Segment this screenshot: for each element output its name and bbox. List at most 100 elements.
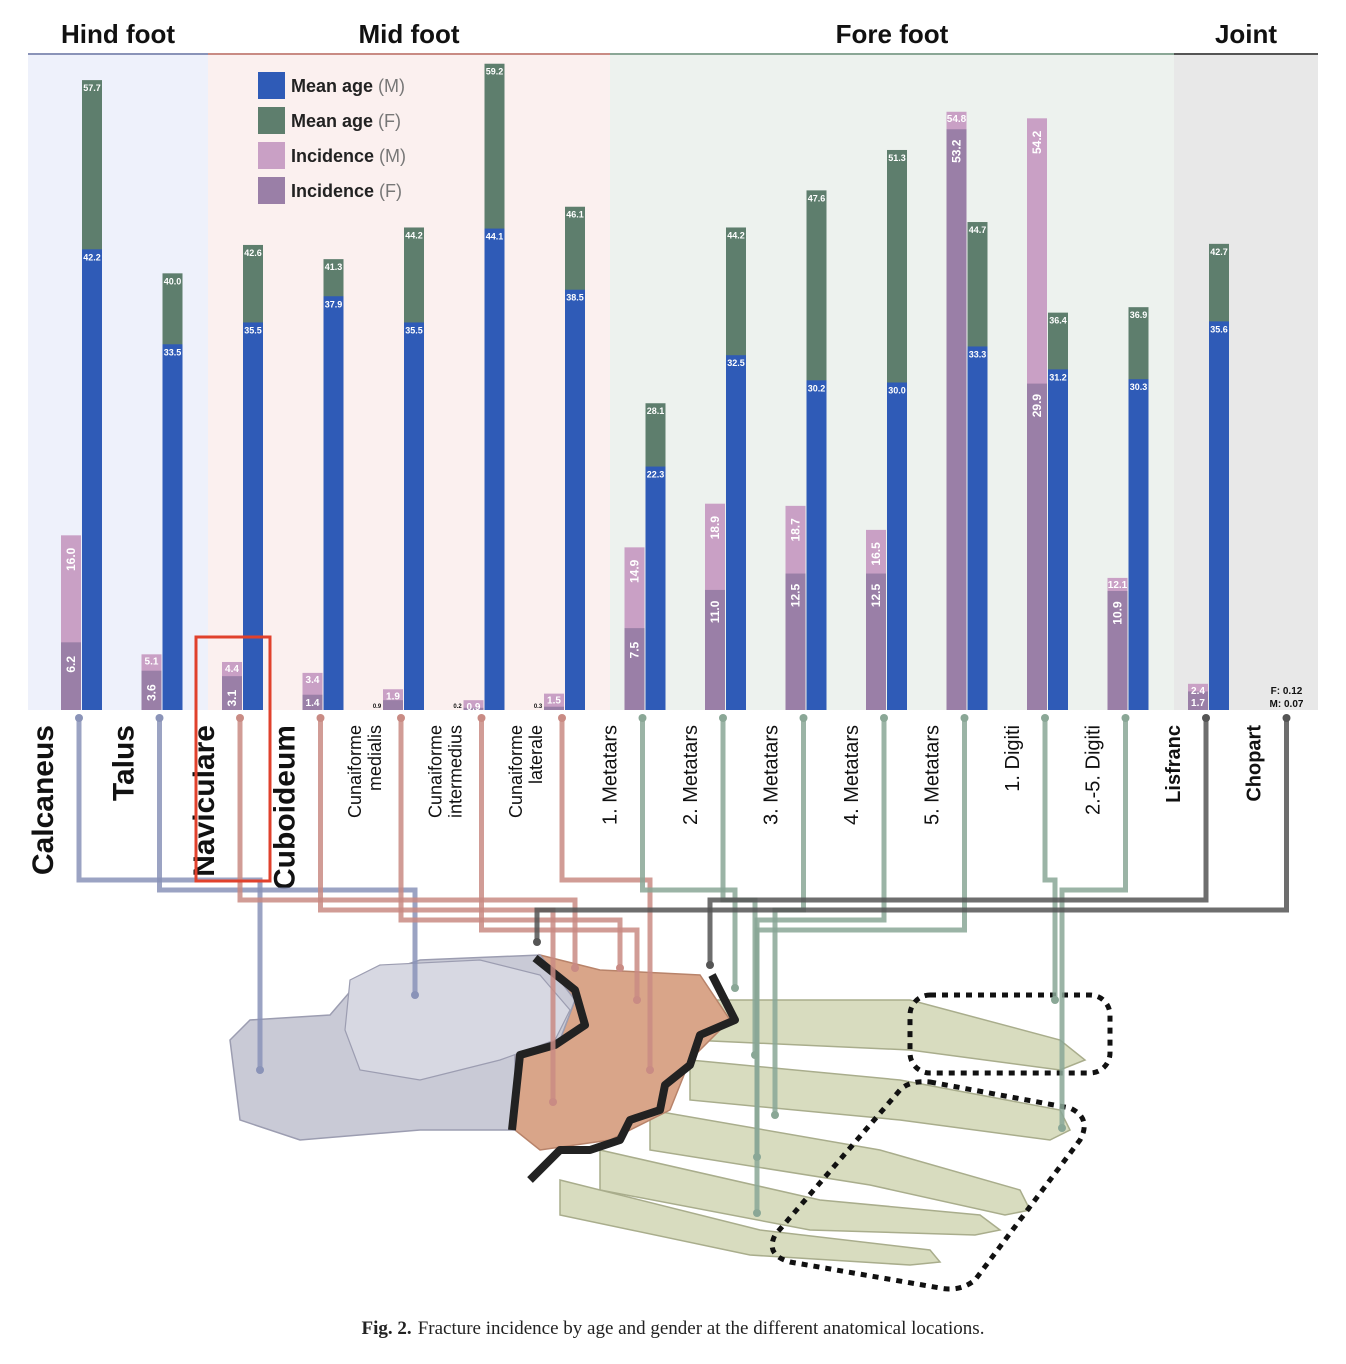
value-label: 14.9 xyxy=(628,559,642,583)
category-bars: F: 0.12M: 0.07 xyxy=(1270,686,1304,710)
category-label: 4. Metatars xyxy=(841,725,863,825)
value-label: F: 0.12 xyxy=(1271,686,1303,697)
value-label: 54.8 xyxy=(947,114,967,125)
value-label: 44.7 xyxy=(969,225,987,235)
value-label: 57.7 xyxy=(83,83,101,93)
incidence-f-bar xyxy=(624,628,645,710)
value-label: 54.2 xyxy=(1030,130,1044,154)
value-label: 2.4 xyxy=(1191,686,1205,697)
leader-dot xyxy=(753,1209,761,1217)
legend-suffix: (M) xyxy=(378,76,405,96)
leader-line xyxy=(318,718,556,1102)
category-label-line: Lisfranc xyxy=(1163,725,1185,803)
category-label: 3. Metatars xyxy=(761,725,783,825)
value-label: 4.4 xyxy=(225,664,239,675)
category-label-line: 3. Metatars xyxy=(761,725,783,825)
value-label: 28.1 xyxy=(647,406,665,416)
value-label: 16.5 xyxy=(869,542,883,566)
leader-dot xyxy=(638,714,647,722)
mean-age-m-bar xyxy=(565,289,585,710)
value-label: 3.1 xyxy=(225,689,239,706)
leader-dot xyxy=(719,714,727,722)
leader-dot xyxy=(477,714,486,722)
naviculare-highlight-box xyxy=(194,635,272,883)
value-label: 3.4 xyxy=(306,675,320,686)
value-label: 32.5 xyxy=(727,358,745,368)
leader-dot xyxy=(633,996,641,1004)
incidence-f-bar xyxy=(463,707,484,710)
leader-line xyxy=(237,718,578,968)
category-label: Talus xyxy=(108,725,141,801)
mean-age-m-bar xyxy=(82,249,102,711)
category-bars: 59.244.10.90.2 xyxy=(453,63,505,713)
leader-line xyxy=(76,718,263,1070)
value-label: 36.4 xyxy=(1049,316,1067,326)
incidence-f-bar xyxy=(141,670,162,710)
mean-age-m-bar xyxy=(1128,379,1149,710)
mean-age-m-bar xyxy=(967,346,988,710)
value-label: 42.2 xyxy=(83,252,101,262)
value-label: 42.7 xyxy=(1210,247,1228,257)
legend: Mean age (M)Mean age (F)Incidence (M)Inc… xyxy=(258,72,406,204)
value-label: 44.2 xyxy=(727,230,745,240)
value-label: 1.5 xyxy=(547,696,561,707)
group-header: Joint xyxy=(1215,19,1277,49)
leader-dot xyxy=(256,1066,264,1074)
incidence-f-bar xyxy=(1188,691,1208,710)
value-label: 18.9 xyxy=(708,516,722,540)
category-bars: 40.033.55.13.6 xyxy=(141,273,183,710)
leader-line xyxy=(754,718,967,1213)
category-bars: 57.742.216.06.2 xyxy=(61,80,102,711)
legend-suffix: (M) xyxy=(379,146,406,166)
leader-dot xyxy=(1202,714,1210,722)
category-label-line: Cunaiforme xyxy=(426,725,446,818)
group-band xyxy=(1174,55,1318,710)
mean-age-m-bar xyxy=(484,228,505,710)
category-label: 5. Metatars xyxy=(922,725,944,825)
legend-swatch xyxy=(258,142,285,169)
value-label: 0.2 xyxy=(453,704,462,710)
value-label: 37.9 xyxy=(325,299,343,309)
leader-dot xyxy=(799,714,808,722)
leader-dot xyxy=(1282,714,1291,722)
legend-swatch xyxy=(258,72,285,99)
legend-item: Mean age (M) xyxy=(258,72,405,99)
value-label: 30.2 xyxy=(808,383,826,393)
first-digit-box xyxy=(907,992,1113,1076)
category-bars: 42.735.62.41.7 xyxy=(1188,243,1229,710)
legend-suffix: (F) xyxy=(379,181,402,201)
mean-age-m-bar xyxy=(1048,369,1068,710)
category-label: Calcaneus xyxy=(27,725,60,875)
category-bars: 36.431.254.229.9 xyxy=(1027,118,1068,711)
value-label: 35.6 xyxy=(1210,324,1228,334)
mean-age-m-bar xyxy=(162,344,183,710)
category-label: Cunaiformelaterale xyxy=(506,725,546,818)
value-label: 11.0 xyxy=(708,600,722,623)
incidence-f-bar xyxy=(222,676,242,710)
category-label-line: 1. Metatars xyxy=(600,725,622,825)
incidence-f-bar xyxy=(705,589,725,710)
value-label: 30.3 xyxy=(1130,382,1148,392)
leader-dot xyxy=(706,961,714,969)
category-label-line: 4. Metatars xyxy=(841,725,863,825)
category-label-line: laterale xyxy=(526,725,546,784)
category-bars: 44.2 32.5 18.9 11.0 xyxy=(705,227,746,710)
incidence-f-bar xyxy=(61,642,81,710)
category-label: 2.-5. Digiti xyxy=(1083,725,1105,815)
leader-line xyxy=(398,718,623,968)
mean-age-m-bar xyxy=(323,296,344,710)
category-label-line: 5. Metatars xyxy=(922,725,944,825)
category-bars: 36.930.312.110.9 xyxy=(1107,307,1149,710)
legend-swatch xyxy=(258,107,285,134)
figure-caption: Fig. 2.Fracture incidence by age and gen… xyxy=(0,1318,1346,1340)
leader-dot xyxy=(316,714,325,722)
value-label: 31.2 xyxy=(1049,372,1067,382)
leader-line xyxy=(157,718,418,995)
leader-line xyxy=(479,718,640,1000)
incidence-f-bar xyxy=(1027,383,1047,710)
value-label: 38.5 xyxy=(566,293,584,303)
leader-dot xyxy=(1051,996,1059,1004)
value-label: 10.9 xyxy=(1111,601,1125,625)
